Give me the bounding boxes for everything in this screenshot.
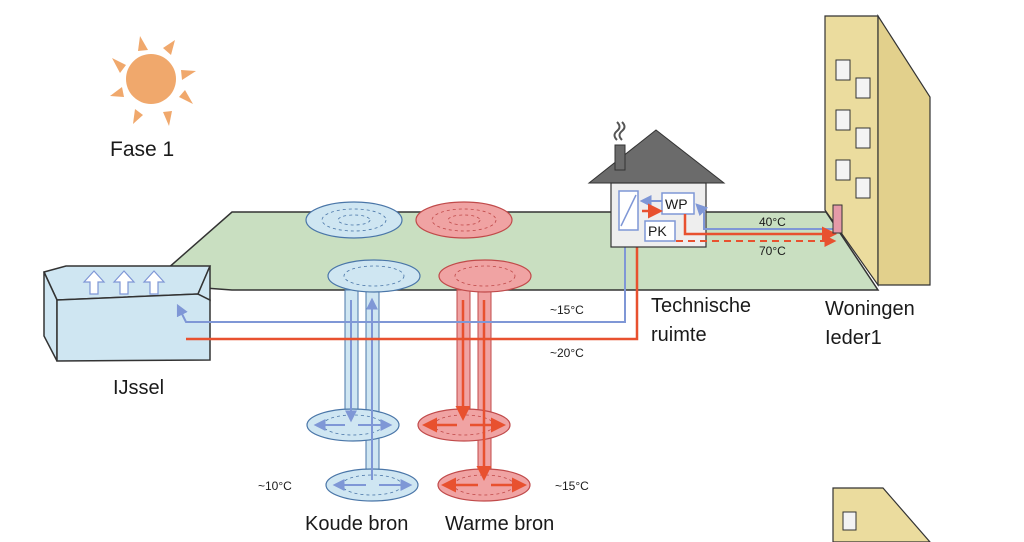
- ijssel-river: [42, 265, 212, 362]
- temp-koude-bron: ~10°C: [258, 479, 292, 493]
- supply-pipe-red: [683, 214, 837, 242]
- boiler-box: PK: [644, 220, 676, 242]
- wp-label: WP: [665, 196, 688, 212]
- koude-bron-label: Koude bron: [305, 513, 408, 535]
- return-40c-line: [695, 203, 834, 230]
- upward-arrow-icons: [82, 270, 166, 295]
- woningen-label-1: Woningen: [825, 298, 915, 320]
- ijssel-label: IJssel: [113, 377, 164, 399]
- temp-river-cold: ~15°C: [550, 303, 584, 317]
- cold-well-head: [327, 259, 421, 293]
- cold-aquifer-lower: [325, 468, 419, 502]
- technische-ruimte-label-1: Technische: [651, 295, 751, 317]
- temp-warme-bron: ~15°C: [555, 479, 589, 493]
- cold-aquifer-upper: [306, 408, 400, 442]
- cold-surface-disc-back: [305, 201, 403, 239]
- warm-aquifer-lower: [437, 468, 531, 502]
- temp-river-warm: ~20°C: [550, 346, 584, 360]
- housing-block: [824, 13, 931, 287]
- warme-bron-label: Warme bron: [445, 513, 554, 535]
- technische-ruimte-label-2: ruimte: [651, 324, 707, 346]
- pk-label: PK: [648, 223, 667, 239]
- housing-block-second: [832, 487, 931, 542]
- warm-well-head: [438, 259, 532, 293]
- temp-70c: 70°C: [759, 244, 786, 258]
- sun-icon: [110, 36, 196, 126]
- phase-title: Fase 1: [110, 138, 174, 161]
- cold-return-line: [176, 236, 626, 323]
- woningen-label-2: Ieder1: [825, 327, 882, 349]
- heat-pump-box: WP: [661, 192, 695, 215]
- warm-surface-disc-back: [415, 201, 513, 239]
- temp-40c: 40°C: [759, 215, 786, 229]
- warm-aquifer-upper: [417, 408, 511, 442]
- warm-supply-line: [186, 236, 639, 341]
